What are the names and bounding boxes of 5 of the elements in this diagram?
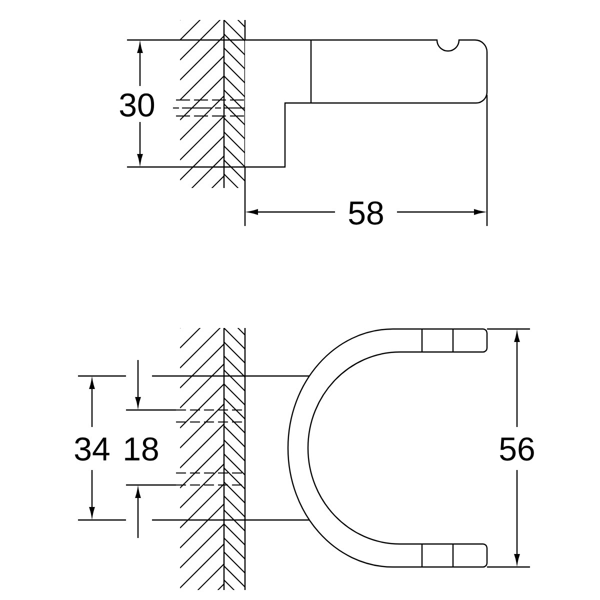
dimension-text: 56 [500,437,534,461]
dimension-text: 58 [348,201,383,225]
dimension-text: 34 [74,437,110,461]
dimension-text: 30 [120,93,154,117]
dimension-text: 18 [125,437,158,461]
